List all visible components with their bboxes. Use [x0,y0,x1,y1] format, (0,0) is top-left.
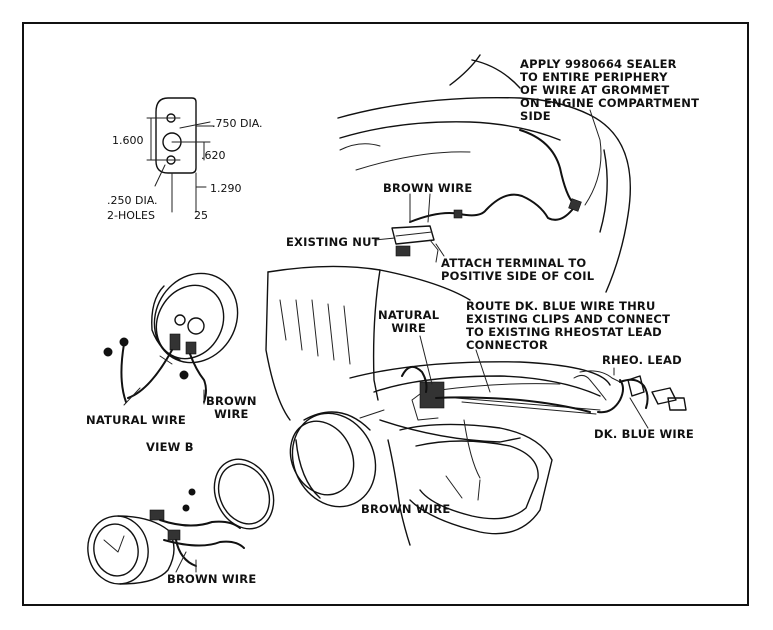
mounting-bracket-detail [146,97,215,213]
natural-wire-mid-line-1: NATURAL [378,308,440,322]
brown-wire-left-line-1: BROWN [206,394,257,408]
attach-terminal-callout: ATTACH TERMINAL TO POSITIVE SIDE OF COIL [441,257,594,283]
dim-1600: 1.600 [112,134,144,147]
natural-wire-left-label: NATURAL WIRE [86,413,186,427]
route-blue-line-3: TO EXISTING RHEOSTAT LEAD [466,325,662,339]
attach-terminal-line-1: ATTACH TERMINAL TO [441,256,587,270]
brown-wire-left-callout: BROWN WIRE [206,395,257,421]
dim-250-dia-line2: 2-HOLES [107,209,155,222]
brown-wire-top-label: BROWN WIRE [383,181,473,195]
tachometer-view-b [103,272,239,406]
dim-1290: 1.290 [210,182,242,195]
route-blue-line-1: ROUTE DK. BLUE WIRE THRU [466,299,656,313]
engine-compartment-panel [337,54,631,293]
attach-terminal-line-2: POSITIVE SIDE OF COIL [441,269,595,283]
natural-wire-mid-line-2: WIRE [391,321,426,335]
natural-wire-mid-callout: NATURAL WIRE [378,309,439,335]
sealer-line-3: OF WIRE AT GROMMET [520,83,670,97]
leader-lines-middle [419,335,491,501]
dim-620: .620 [201,149,226,162]
leader-lines-upper [374,109,602,257]
dim-250-dia-line1: .250 DIA. [107,194,158,207]
dashboard-assembly [265,265,611,546]
dk-blue-wire-label: DK. BLUE WIRE [594,427,694,441]
brown-wire-mid-label: BROWN WIRE [361,502,451,516]
rheostat-lead-assembly [573,367,687,429]
sealer-line-5: SIDE [520,109,551,123]
brown-wire-left-line-2: WIRE [214,407,249,421]
rheo-lead-label: RHEO. LEAD [602,353,682,367]
diagram-frame [22,22,749,606]
existing-nut-label: EXISTING NUT [286,235,380,249]
view-b-label: VIEW B [146,440,194,454]
sealer-line-2: TO ENTIRE PERIPHERY [520,70,668,84]
sealer-callout: APPLY 9980664 SEALER TO ENTIRE PERIPHERY… [520,58,699,123]
brown-wire-bottom-label: BROWN WIRE [167,572,257,586]
sealer-line-4: ON ENGINE COMPARTMENT [520,96,700,110]
tachometer-lower [87,488,245,585]
route-blue-line-2: EXISTING CLIPS AND CONNECT [466,312,671,326]
route-blue-line-4: CONNECTOR [466,338,549,352]
sealer-line-1: APPLY 9980664 SEALER [520,57,677,71]
dim-750-dia: .750 DIA. [212,117,263,130]
dim-25: 25 [194,209,208,222]
gauge-cup-and-bezel [213,409,385,530]
route-blue-callout: ROUTE DK. BLUE WIRE THRU EXISTING CLIPS … [466,300,670,352]
